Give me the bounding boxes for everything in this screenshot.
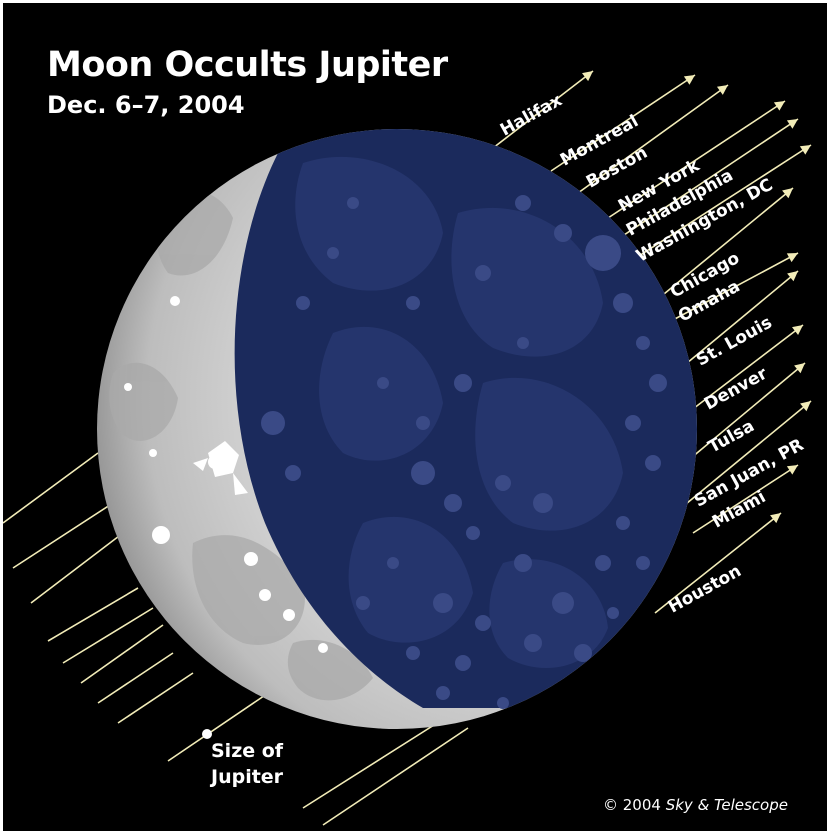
copyright-credit: © 2004 Sky & Telescope: [603, 796, 788, 814]
jupiter-size-dot: [202, 729, 212, 739]
crater: [387, 557, 399, 569]
occultation-path-line: [614, 118, 799, 242]
date-subtitle: Dec. 6–7, 2004: [47, 91, 245, 119]
path-arrowhead-icon: [799, 145, 811, 155]
occultation-path-line: [577, 84, 729, 194]
occultation-path-line: [692, 464, 799, 534]
jupiter-size-label-line2: Jupiter: [211, 766, 284, 788]
occultation-path-lines: [3, 70, 812, 826]
crater: [411, 461, 435, 485]
crater: [524, 634, 542, 652]
crater: [495, 475, 511, 491]
occultation-path-line: [30, 532, 124, 604]
occultation-path-line: [652, 187, 794, 304]
crater: [296, 296, 310, 310]
lit-side-bright-ray-crater: [193, 441, 248, 495]
crater: [347, 197, 359, 209]
crater: [285, 465, 301, 481]
occultation-path-line: [47, 587, 139, 642]
crater: [514, 554, 532, 572]
crater: [475, 265, 491, 281]
credit-prefix: © 2004: [603, 796, 666, 814]
crater: [554, 224, 572, 242]
path-arrowhead-icon: [786, 465, 798, 475]
occultation-path-line: [550, 74, 696, 172]
crater: [444, 494, 462, 512]
crater: [517, 337, 529, 349]
jupiter-size-label-line1: Size of: [211, 740, 284, 762]
crater: [436, 686, 450, 700]
path-arrowhead-icon: [792, 325, 803, 336]
crater: [475, 615, 491, 631]
crater: [645, 455, 661, 471]
occultation-path-line: [690, 362, 806, 459]
page-title: Moon Occults Jupiter: [47, 45, 448, 85]
crater: [433, 593, 453, 613]
crater: [406, 296, 420, 310]
crater: [649, 374, 667, 392]
crater: [613, 293, 633, 313]
dark-side-craters: [261, 195, 667, 709]
crater: [356, 596, 370, 610]
jupiter-size-label: Size of Jupiter: [211, 738, 283, 790]
occultation-path-line: [684, 324, 804, 416]
occultation-path-line: [97, 652, 174, 704]
crater: [616, 516, 630, 530]
crater: [636, 336, 650, 350]
occultation-path-line: [674, 400, 812, 514]
crater: [552, 592, 574, 614]
crater: [607, 607, 619, 619]
crater: [574, 644, 592, 662]
path-arrowhead-icon: [794, 363, 805, 374]
occultation-path-line: [302, 712, 454, 809]
path-arrowhead-icon: [787, 271, 798, 282]
dark-side-texture: [295, 156, 623, 668]
crater: [454, 374, 472, 392]
path-arrowhead-icon: [716, 85, 728, 95]
occultation-path-line: [624, 144, 812, 266]
crater: [533, 493, 553, 513]
path-arrowhead-icon: [683, 75, 695, 85]
crater: [455, 655, 471, 671]
crater: [466, 526, 480, 540]
occultation-path-line: [80, 624, 164, 684]
crater: [497, 697, 509, 709]
crater: [625, 415, 641, 431]
occultation-path-line: [12, 502, 114, 569]
path-arrowhead-icon: [786, 253, 798, 263]
path-arrowhead-icon: [782, 188, 793, 199]
moon-occultation-artwork: [3, 70, 812, 826]
crater: [261, 411, 285, 435]
occultation-path-line: [492, 70, 594, 149]
diagram-panel: Moon Occults Jupiter Dec. 6–7, 2004 Hali…: [3, 3, 827, 831]
occultation-path-line: [654, 512, 782, 614]
crater: [377, 377, 389, 389]
occultation-path-line: [607, 100, 786, 219]
crater: [636, 556, 650, 570]
crater: [595, 555, 611, 571]
occultation-path-line: [117, 672, 194, 724]
crater: [327, 247, 339, 259]
path-arrowhead-icon: [800, 401, 811, 412]
credit-publication: Sky & Telescope: [665, 796, 788, 814]
path-arrowhead-icon: [770, 513, 781, 524]
occultation-path-line: [657, 252, 799, 329]
crater: [416, 416, 430, 430]
occultation-path-line: [322, 727, 469, 826]
path-arrowhead-icon: [773, 101, 785, 111]
path-arrowhead-icon: [786, 119, 798, 129]
occultation-path-line: [3, 452, 99, 524]
crater: [585, 235, 621, 271]
occultation-path-line: [62, 607, 154, 664]
occultation-path-line: [674, 270, 799, 374]
crater: [515, 195, 531, 211]
crater: [406, 646, 420, 660]
path-arrowhead-icon: [582, 71, 593, 82]
